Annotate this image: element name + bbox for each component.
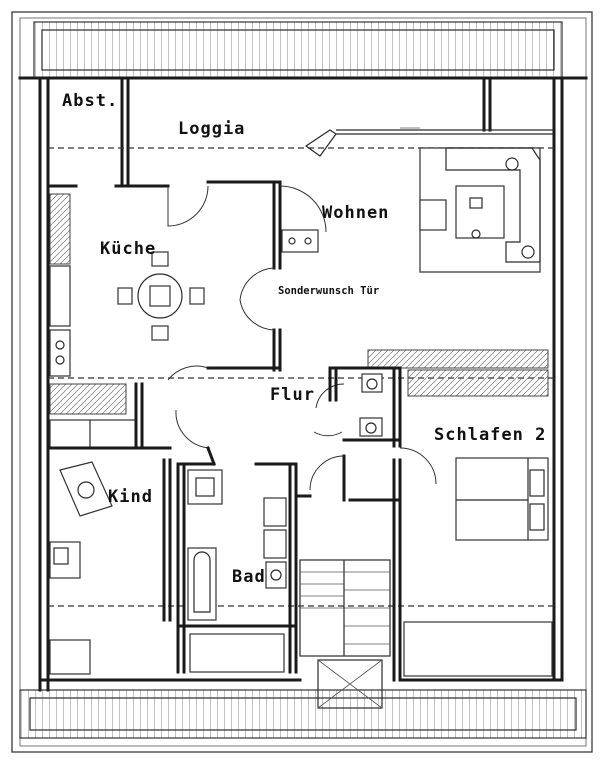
wc-walls bbox=[328, 366, 402, 448]
room-labels: Abst. Loggia Wohnen Küche Sonderwunsch T… bbox=[62, 91, 546, 587]
label-abst: Abst. bbox=[62, 91, 118, 111]
label-sonderwunsch: Sonderwunsch Tür bbox=[278, 285, 379, 297]
label-flur: Flur bbox=[270, 385, 315, 405]
door-swings bbox=[167, 185, 437, 491]
label-kind: Kind bbox=[108, 487, 153, 507]
label-schlafen: Schlafen 2 bbox=[434, 425, 546, 445]
roof-eave-bottom bbox=[19, 689, 587, 739]
label-kueche: Küche bbox=[100, 239, 156, 259]
child-room-furniture bbox=[46, 446, 172, 675]
label-bad: Bad bbox=[232, 567, 266, 587]
staircase bbox=[299, 559, 391, 709]
dining-table bbox=[117, 251, 205, 341]
double-bed bbox=[403, 457, 553, 677]
living-sofa bbox=[419, 147, 541, 273]
loggia-door bbox=[304, 129, 337, 157]
outer-frame bbox=[11, 11, 593, 753]
label-wohnen: Wohnen bbox=[322, 203, 389, 223]
hallway-wardrobe bbox=[49, 382, 144, 450]
kitchen-counter bbox=[49, 193, 71, 377]
exterior-walls bbox=[38, 76, 564, 692]
bedroom-wardrobe bbox=[367, 349, 549, 397]
roof-eave-top bbox=[18, 21, 588, 80]
kitchen-walls bbox=[46, 180, 282, 372]
hallway-walls bbox=[134, 446, 402, 682]
label-loggia: Loggia bbox=[178, 119, 245, 139]
stove-outlet bbox=[281, 229, 319, 253]
bathroom bbox=[176, 462, 298, 674]
